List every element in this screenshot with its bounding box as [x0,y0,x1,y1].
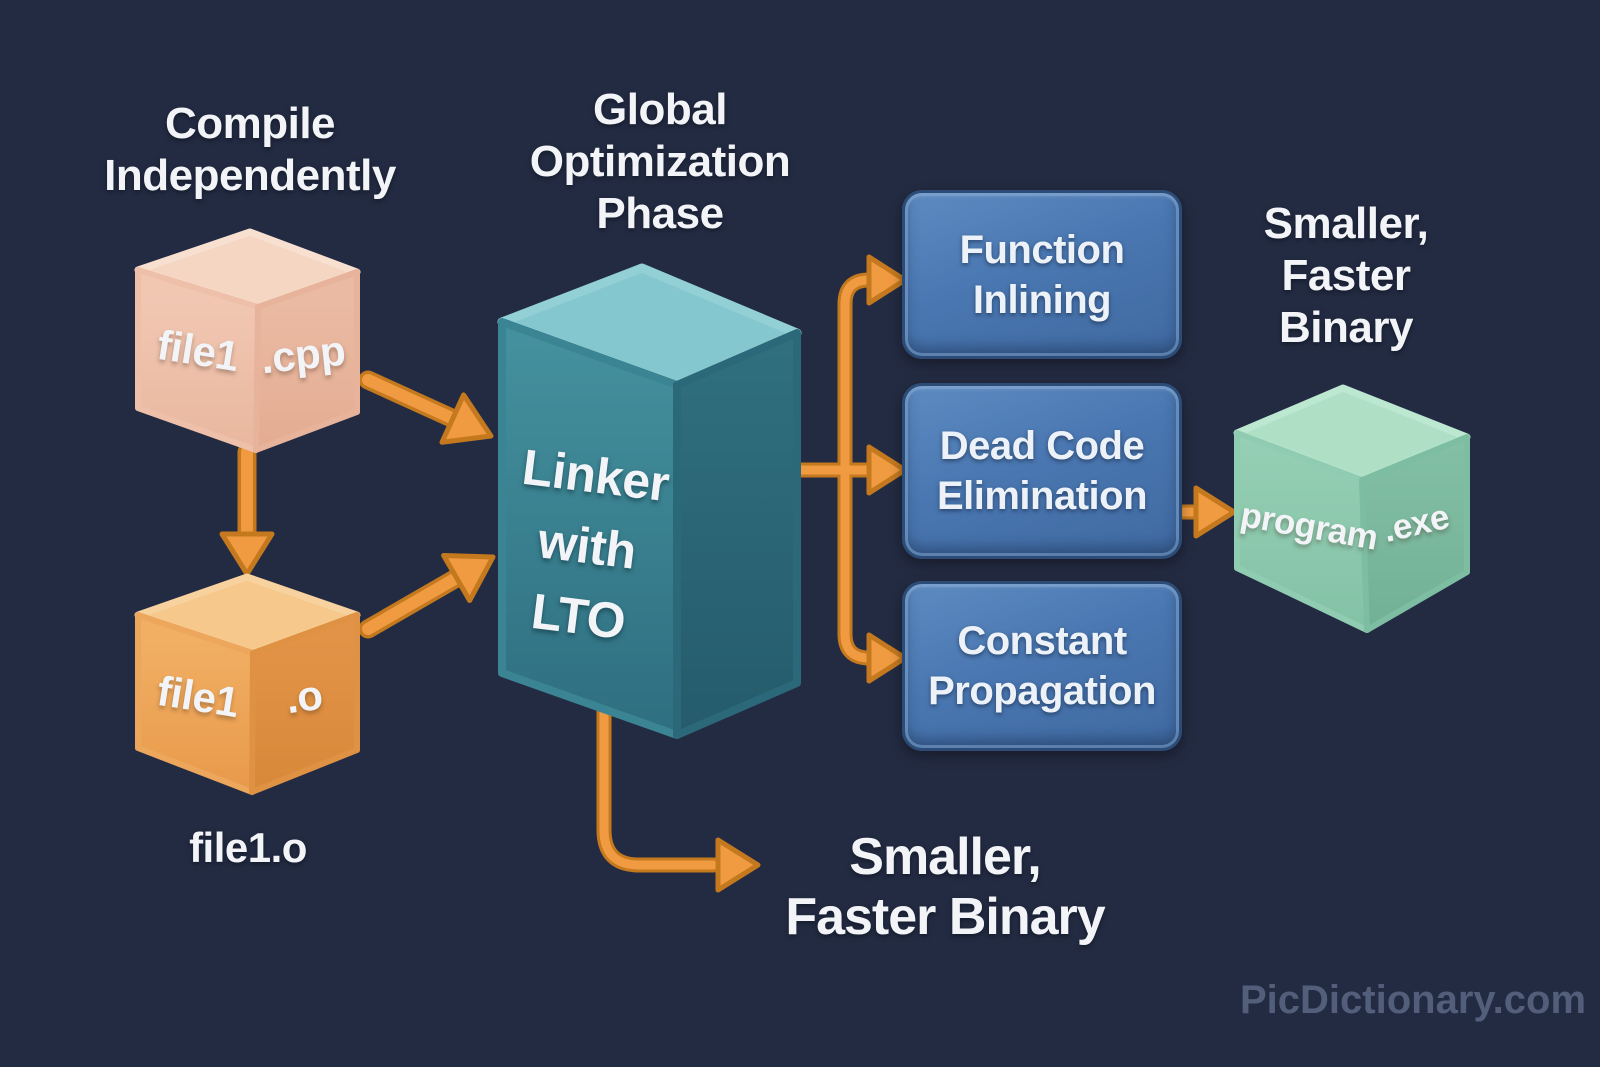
arrowhead-cpp-to-linker-icon [439,392,494,445]
flow-arrows [219,254,1237,893]
arrowhead-to-output-icon [1193,485,1237,539]
optimization-box-dead-code-elimination: Dead Code Elimination [902,383,1182,559]
arrowhead-to-inlining-icon [866,254,908,306]
linker-box-right-face [673,329,801,739]
heading-smaller-faster-binary-top: Smaller, Faster Binary [1263,199,1429,352]
linker-box-label: Linker with LTO [519,438,673,650]
optimization-label-constant-propagation: Constant Propagation [928,619,1156,713]
output-cube [1233,384,1471,633]
source-cube [134,228,361,453]
arrow-linker-to-constant-shaft [840,465,879,663]
arrow-object-to-linker-shaft [362,571,464,635]
heading-compile-independently: Compile Independently [104,99,396,200]
arrow-linker-to-result-shaft [599,695,719,870]
arrow-cpp-to-linker-shaft [362,374,462,426]
arrowhead-object-to-linker-icon [441,552,496,604]
optimization-label-function-inlining: Function Inlining [959,227,1125,322]
object-cube [134,573,361,795]
object-cube-right-face [249,612,360,795]
linker-box-shape [497,263,802,739]
arrowhead-to-dce-icon [866,444,908,496]
optimization-label-dead-code-elimination: Dead Code Elimination [936,424,1148,518]
optimization-box-constant-propagation: Constant Propagation [902,581,1182,751]
watermark-picdictionary: PicDictionary.com [1240,978,1587,1022]
arrow-linker-to-inlining-shaft [840,275,879,475]
heading-global-optimization-phase: Global Optimization Phase [529,85,791,238]
result-smaller-faster-binary-bottom: Smaller, Faster Binary [785,828,1105,946]
source-cube-right-face [253,269,360,453]
arrowhead-to-result-icon [715,837,761,893]
arrowhead-to-constant-icon [866,632,908,684]
arrowhead-cpp-to-object-icon [219,531,275,577]
output-cube-right-face [1359,434,1470,633]
source-cube-right-label: .cpp [258,326,348,383]
optimization-box-function-inlining: Function Inlining [902,190,1182,359]
object-cube-caption: file1.o [189,824,307,871]
